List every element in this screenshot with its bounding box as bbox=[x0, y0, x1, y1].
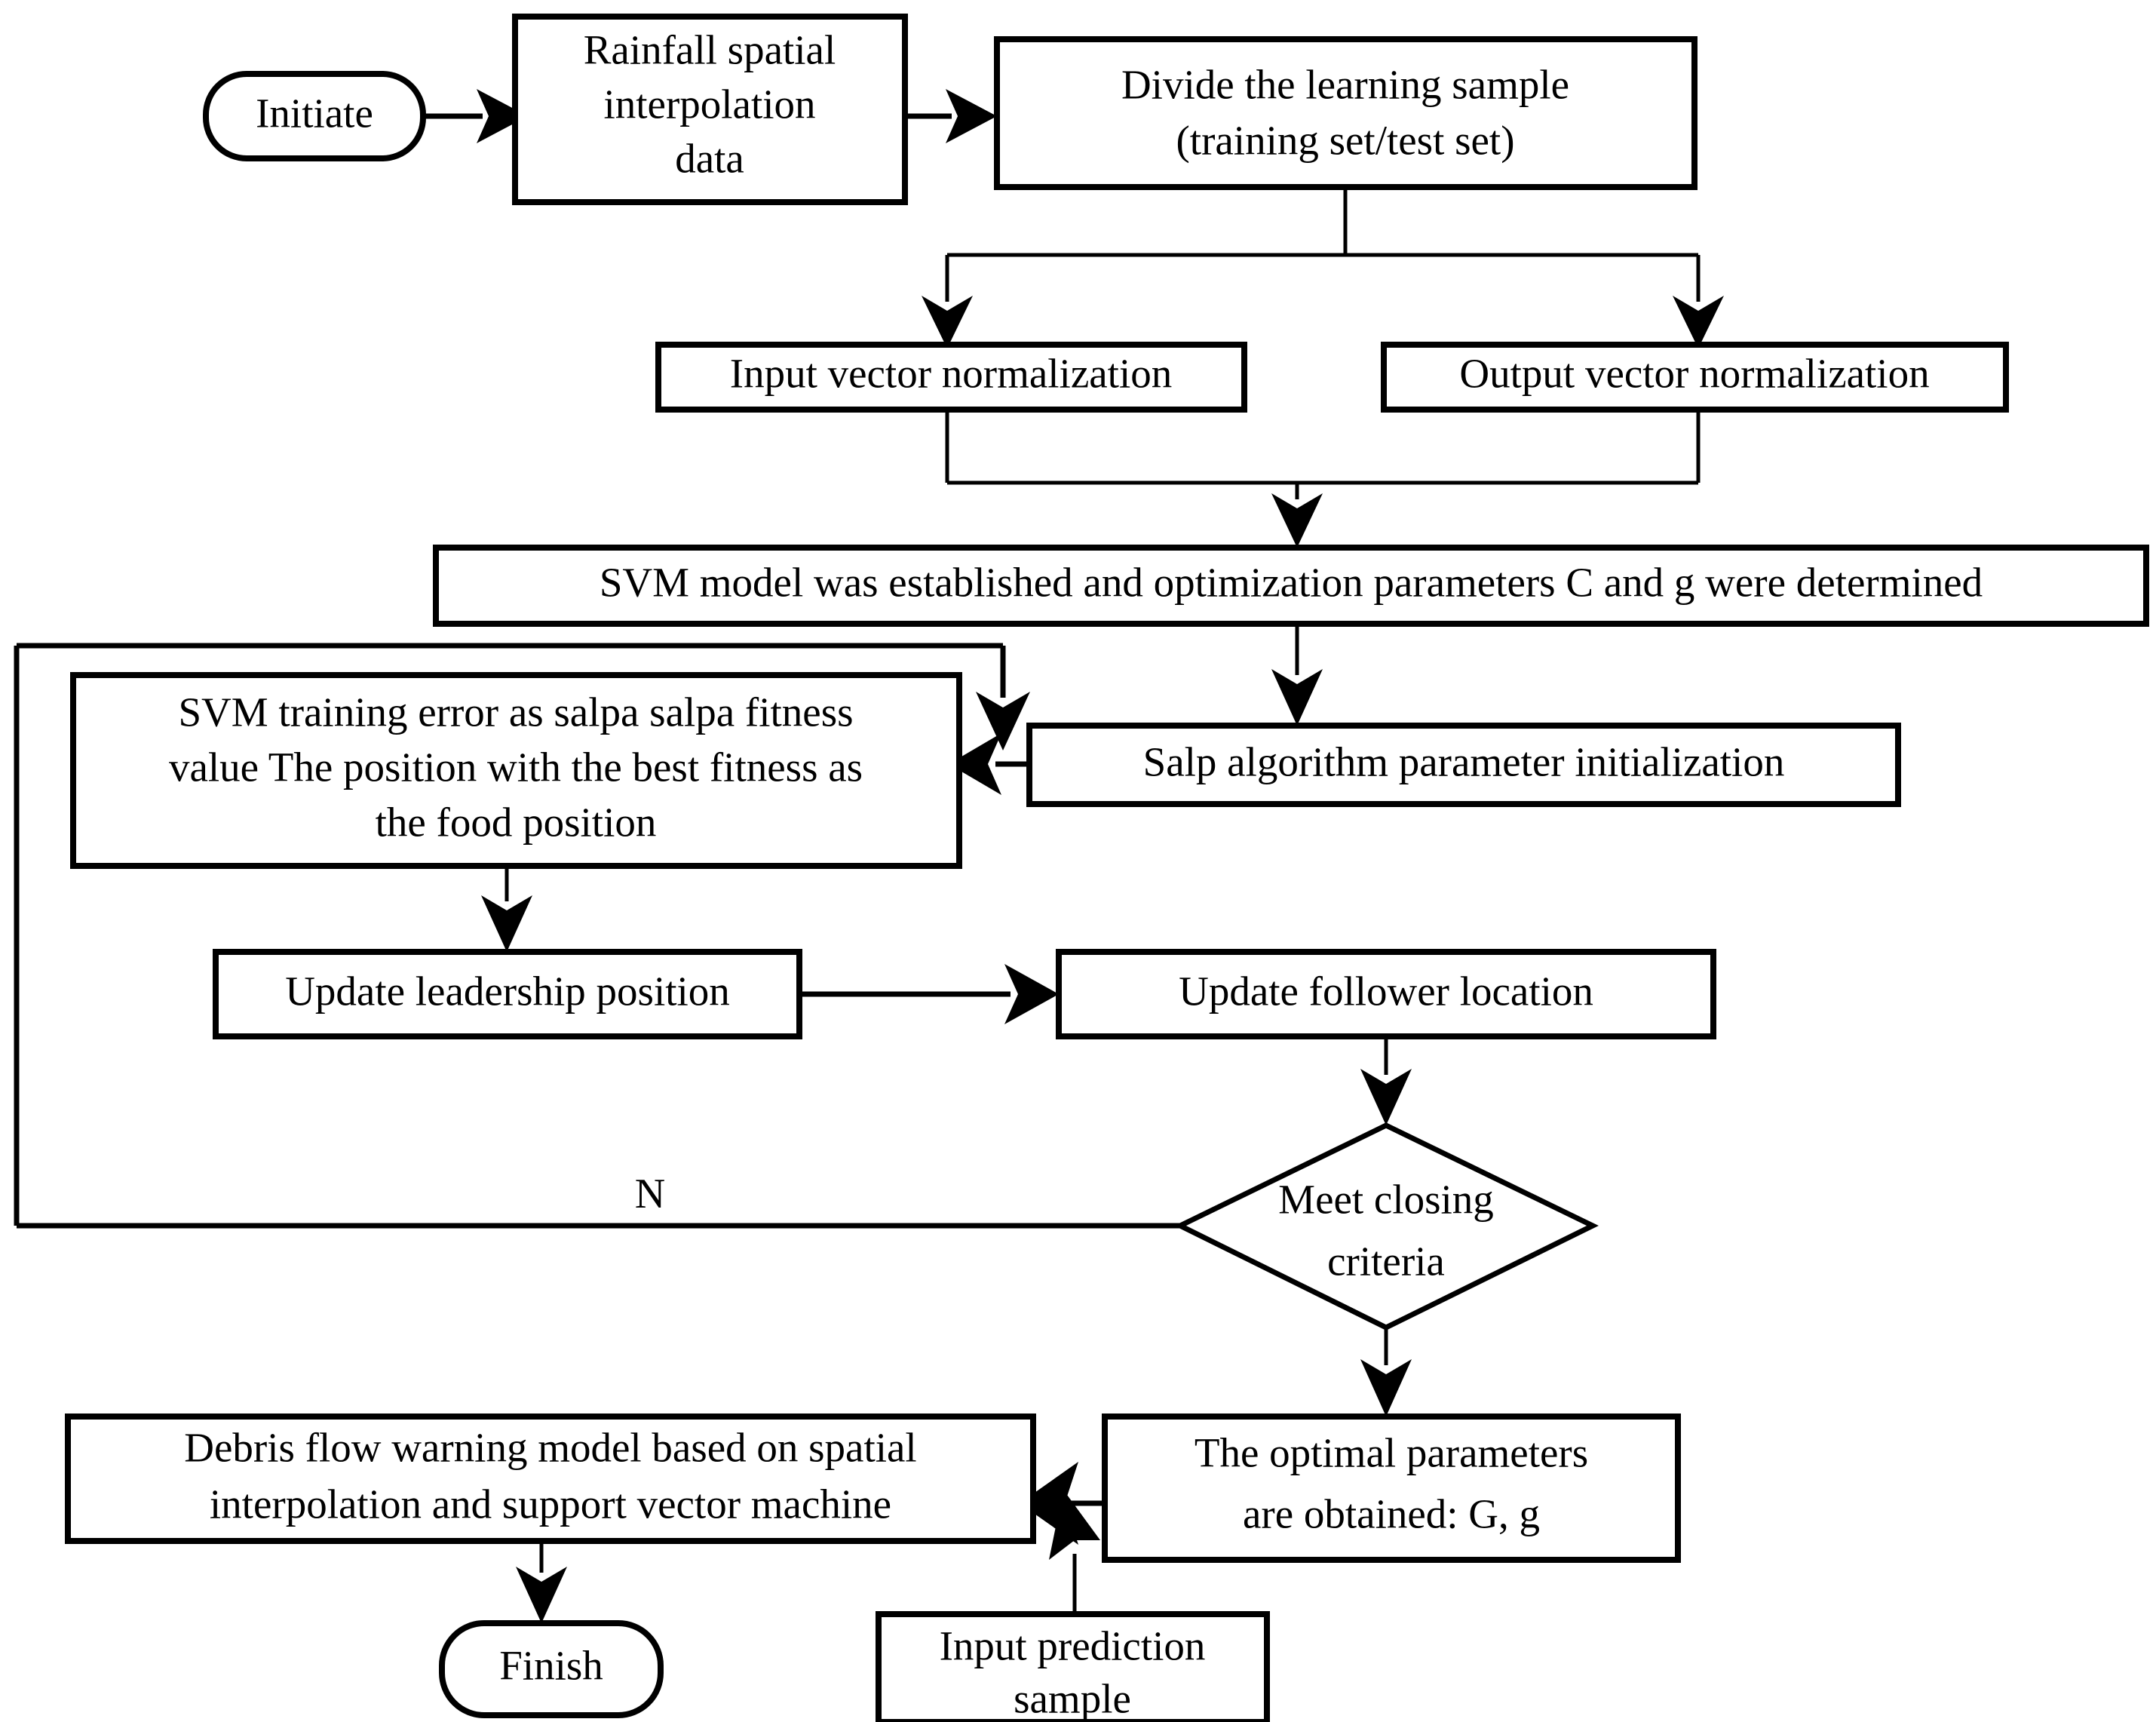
node-svm-fitness-line3: the food position bbox=[376, 800, 657, 846]
node-debris-model-line2: interpolation and support vector machine bbox=[210, 1481, 891, 1527]
node-output-normalization[interactable]: Output vector normalization bbox=[1381, 342, 2009, 413]
edge-debris-model-to-finish bbox=[516, 1541, 567, 1623]
node-input-normalization[interactable]: Input vector normalization bbox=[655, 342, 1247, 413]
edge-label-no: N bbox=[635, 1171, 665, 1217]
node-output-normalization-label: Output vector normalization bbox=[1459, 351, 1929, 397]
node-finish[interactable]: Finish bbox=[439, 1620, 664, 1718]
node-meet-criteria-line2: criteria bbox=[1327, 1239, 1445, 1285]
node-update-leadership[interactable]: Update leadership position bbox=[213, 949, 802, 1039]
edge-no-feedback-loop bbox=[14, 643, 1180, 1229]
node-update-follower-label: Update follower location bbox=[1179, 968, 1593, 1014]
edge-rainfall-to-divide bbox=[905, 89, 997, 143]
node-divide-sample[interactable]: Divide the learning sample (training set… bbox=[994, 36, 1698, 190]
node-rainfall-line2: interpolation bbox=[603, 81, 815, 127]
node-svm-model[interactable]: SVM model was established and optimizati… bbox=[433, 545, 2149, 627]
edge-update-leader-to-update-follower bbox=[799, 964, 1059, 1024]
edge-decision-to-optimal-params bbox=[1360, 1328, 1412, 1417]
edge-normalizations-to-svm-model bbox=[945, 406, 1701, 548]
edge-svm-fitness-to-update-leader bbox=[481, 866, 532, 952]
node-divide-line1: Divide the learning sample bbox=[1121, 62, 1569, 108]
node-initiate-label: Initiate bbox=[256, 91, 373, 137]
node-salp-initialization-label: Salp algorithm parameter initialization bbox=[1143, 739, 1785, 785]
node-optimal-parameters[interactable]: The optimal parameters are obtained: G, … bbox=[1102, 1414, 1681, 1563]
node-salp-initialization[interactable]: Salp algorithm parameter initialization bbox=[1026, 723, 1901, 807]
node-meet-criteria-line1: Meet closing bbox=[1278, 1177, 1494, 1223]
node-rainfall-line1: Rainfall spatial bbox=[584, 27, 836, 73]
node-input-prediction-sample[interactable]: Input prediction sample bbox=[876, 1611, 1270, 1722]
node-divide-line2: (training set/test set) bbox=[1176, 118, 1514, 164]
node-finish-label: Finish bbox=[499, 1643, 603, 1689]
node-debris-model[interactable]: Debris flow warning model based on spati… bbox=[65, 1414, 1036, 1544]
node-svm-fitness[interactable]: SVM training error as salpa salpa fitnes… bbox=[70, 672, 962, 869]
node-input-prediction-line2: sample bbox=[1014, 1676, 1131, 1722]
node-svm-fitness-line1: SVM training error as salpa salpa fitnes… bbox=[178, 689, 853, 735]
node-rainfall-data[interactable]: Rainfall spatial interpolation data bbox=[512, 14, 908, 205]
edge-initiate-to-rainfall bbox=[423, 89, 528, 143]
edge-update-follower-to-decision bbox=[1360, 1036, 1412, 1125]
edge-divide-to-normalizations bbox=[922, 186, 1724, 348]
node-svm-fitness-line2: value The position with the best fitness… bbox=[169, 744, 863, 790]
node-input-prediction-line1: Input prediction bbox=[940, 1623, 1206, 1669]
node-svm-model-label: SVM model was established and optimizati… bbox=[600, 560, 1983, 606]
node-meet-criteria[interactable]: Meet closing criteria bbox=[1174, 1122, 1599, 1331]
node-update-follower[interactable]: Update follower location bbox=[1056, 949, 1716, 1039]
node-debris-model-line1: Debris flow warning model based on spati… bbox=[184, 1425, 916, 1471]
node-initiate[interactable]: Initiate bbox=[203, 71, 426, 161]
edge-input-prediction-to-debris-model bbox=[1049, 1490, 1100, 1614]
node-update-leadership-label: Update leadership position bbox=[285, 968, 730, 1014]
node-input-normalization-label: Input vector normalization bbox=[730, 351, 1172, 397]
edge-salp-init-to-svm-fitness bbox=[949, 733, 1029, 795]
node-optimal-parameters-line1: The optimal parameters bbox=[1195, 1430, 1588, 1476]
edge-svm-model-to-salp-init bbox=[1271, 624, 1323, 726]
node-optimal-parameters-line2: are obtained: G, g bbox=[1243, 1491, 1540, 1537]
node-rainfall-line3: data bbox=[675, 136, 744, 182]
